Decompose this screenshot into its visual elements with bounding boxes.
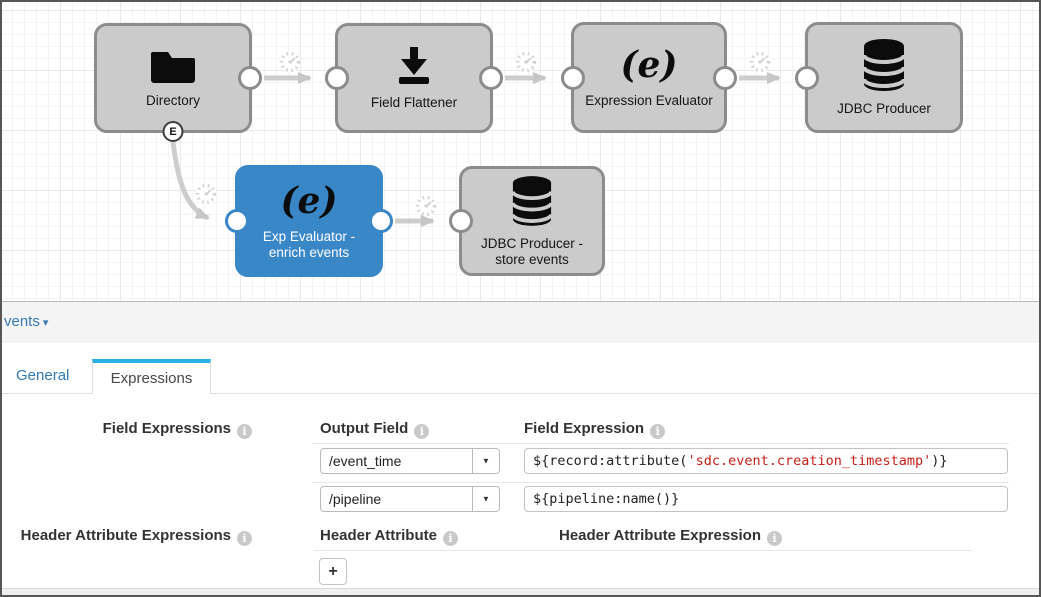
row-divider [312,482,1009,483]
stage-jdbc-producer[interactable]: JDBC Producer [795,22,963,133]
folder-icon [151,51,195,83]
stage-exp-evaluator-enrich-events[interactable]: (e) Exp Evaluator - enrich events [225,165,393,277]
input-port[interactable] [449,209,473,233]
database-icon [862,39,906,91]
output-port[interactable] [713,65,737,90]
info-icon[interactable]: i [414,424,430,439]
tab-expressions[interactable]: Expressions [92,359,211,394]
row-divider [312,443,1009,444]
field-expression-input[interactable]: ${pipeline:name()} [524,486,1008,512]
stage-label: JDBC Producer [837,101,931,116]
stage-label: JDBC Producer - store events [480,235,584,267]
pipeline-links [170,50,781,227]
metrics-gauge-icon [748,50,772,74]
expression-e-icon: (e) [620,44,678,86]
info-icon[interactable]: i [650,424,666,439]
panel-bottom-edge [2,588,1039,595]
stage-directory[interactable]: Directory E [94,23,262,142]
link-event-directory-expevaluator[interactable] [170,141,210,221]
input-port[interactable] [325,66,349,90]
output-field-select[interactable]: /event_time ▼ [320,448,500,474]
database-icon [511,175,553,226]
info-icon[interactable]: i [767,531,782,546]
metrics-gauge-icon [514,50,538,74]
chevron-down-icon[interactable]: ▼ [472,487,499,511]
event-port[interactable]: E [162,121,184,142]
stage-field-flattener[interactable]: Field Flattener [325,23,503,133]
pipeline-canvas[interactable]: Directory E Field Flattener (e) Expressi… [2,2,1039,302]
output-port[interactable] [369,209,393,233]
stage-jdbc-producer-store-events[interactable]: JDBC Producer - store events [449,166,605,276]
metrics-gauge-icon [194,182,218,206]
info-icon[interactable]: i [442,531,458,546]
info-icon[interactable]: i [237,424,252,439]
download-arrow-icon [399,46,429,84]
row-divider [314,550,972,551]
expression-e-icon: (e) [280,179,338,222]
stage-label: Directory [145,92,200,108]
add-header-attribute-button[interactable]: + [319,558,347,585]
info-icon[interactable]: i [237,531,252,546]
input-port[interactable] [225,209,249,233]
input-port[interactable] [561,65,585,90]
stage-label: Expression Evaluator [585,93,713,108]
metrics-gauge-icon [278,50,302,74]
stage-expression-evaluator[interactable]: (e) Expression Evaluator [561,22,737,133]
metrics-gauge-icon [414,194,438,218]
chevron-down-icon[interactable]: ▼ [472,449,499,473]
input-port[interactable] [795,65,819,90]
stage-breadcrumb-dropdown[interactable]: vents▾ [4,313,49,330]
tab-general[interactable]: General [16,367,70,384]
output-port[interactable] [479,66,503,90]
output-port[interactable] [238,66,262,90]
config-tab-bar: General Expressions [2,359,1039,394]
output-field-select[interactable]: /pipeline ▼ [320,486,500,512]
stage-label: Field Flattener [370,94,458,110]
stage-label: Exp Evaluator - enrich events [262,228,356,260]
field-expression-input[interactable]: ${record:attribute('sdc.event.creation_t… [524,448,1008,474]
chevron-down-icon: ▾ [42,317,49,329]
config-panel-header: vents▾ [2,302,1039,343]
